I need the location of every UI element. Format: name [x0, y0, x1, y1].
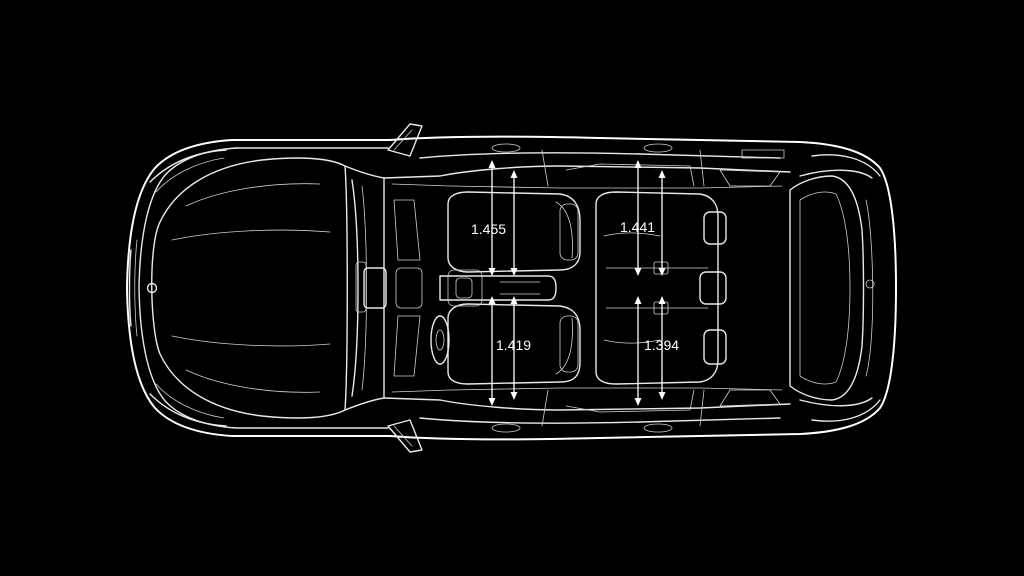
rear-bench — [595, 191, 727, 385]
rear-shoulder-arrow-b — [658, 296, 666, 400]
rear-headroom-arrow-b — [658, 170, 666, 276]
rear-shoulder-label: 1.394 — [644, 337, 679, 353]
front-seat-right — [447, 303, 581, 385]
car-body-outline — [126, 135, 897, 441]
rear-headroom-arrow-a — [634, 160, 642, 276]
side-mirror-left — [387, 123, 423, 157]
front-shoulder-arrow-a — [488, 296, 496, 406]
hood — [151, 157, 348, 419]
rear-headroom-label: 1.441 — [620, 219, 655, 235]
cabin-frame — [383, 143, 791, 433]
dimension-arrows — [488, 160, 666, 406]
rear-window-trunk — [741, 149, 881, 422]
front-shoulder-label: 1.419 — [496, 337, 531, 353]
side-mirror-right — [387, 419, 423, 453]
front-headroom-label: 1.455 — [471, 221, 506, 237]
center-console — [439, 269, 557, 307]
front-headroom-arrow-b — [510, 170, 518, 276]
rear-shoulder-arrow-a — [634, 296, 642, 406]
windshield-dashboard — [344, 165, 450, 411]
front-shoulder-arrow-b — [510, 296, 518, 400]
front-headroom-arrow-a — [488, 160, 496, 276]
